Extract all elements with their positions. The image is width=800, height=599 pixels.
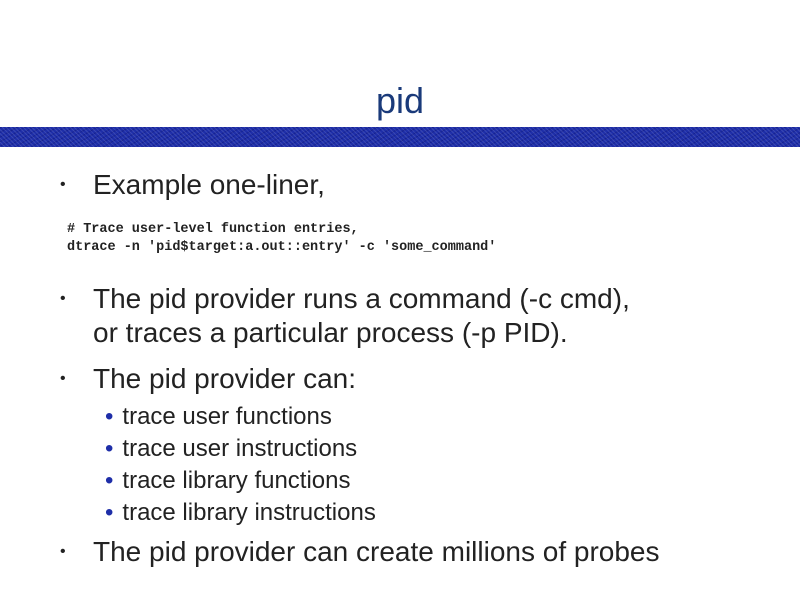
bullet-dot-icon: • bbox=[60, 543, 66, 560]
code-line: # Trace user-level function entries, bbox=[67, 222, 359, 237]
sub-bullet: •trace library functions bbox=[105, 467, 351, 494]
sub-bullet-dot-icon: • bbox=[105, 467, 114, 494]
code-block: # Trace user-level function entries, dtra… bbox=[67, 221, 496, 257]
sub-bullet-dot-icon: • bbox=[105, 435, 114, 462]
title-banner bbox=[0, 127, 800, 147]
sub-bullet: •trace user functions bbox=[105, 403, 332, 430]
sub-bullet-dot-icon: • bbox=[105, 499, 114, 526]
sub-bullet-dot-icon: • bbox=[105, 403, 114, 430]
slide-title: pid bbox=[375, 80, 425, 121]
code-line: dtrace -n 'pid$target:a.out::entry' -c '… bbox=[67, 240, 497, 255]
sub-bullet: •trace library instructions bbox=[105, 499, 376, 526]
bullet-dot-icon: • bbox=[60, 370, 66, 387]
bullet-dot-icon: • bbox=[60, 176, 66, 193]
bullet-dot-icon: • bbox=[60, 290, 66, 307]
sub-bullet: •trace user instructions bbox=[105, 435, 358, 462]
